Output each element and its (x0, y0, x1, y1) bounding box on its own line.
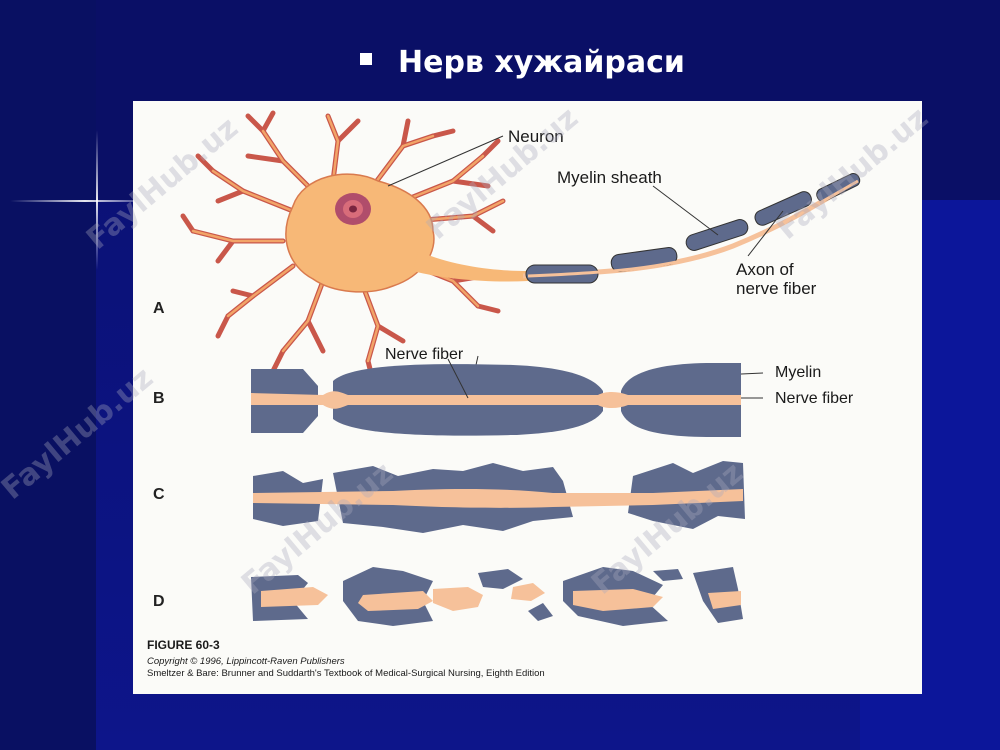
label-nerve-fiber-top: Nerve fiber (385, 346, 464, 363)
slide-title: Нерв хужайраси (398, 44, 685, 80)
neuron-dendrite-fill (191, 114, 505, 363)
sparkle-vertical (96, 130, 98, 270)
label-myelin-sheath: Myelin sheath (557, 168, 662, 187)
label-axon-line2: nerve fiber (736, 279, 817, 298)
label-axon-line1: Axon of (736, 260, 794, 279)
bullet-icon (360, 53, 372, 65)
neuron-cell-body (285, 173, 435, 293)
myelinated-axon (522, 173, 861, 284)
nucleolus (349, 205, 357, 213)
nerve-figure: Neuron Myelin sheath Axon of nerve fiber… (133, 101, 922, 694)
panel-letter-c: C (153, 486, 165, 503)
figure-number: FIGURE 60-3 (147, 638, 220, 652)
axon-hillock (413, 251, 528, 282)
sparkle-horizontal (10, 200, 160, 202)
panel-letter-d: D (153, 593, 165, 610)
panel-d-fiber (251, 567, 743, 626)
slide-title-row: Нерв хужайраси (360, 40, 685, 84)
label-nerve-fiber-right: Nerve fiber (775, 390, 854, 407)
panel-letter-b: B (153, 390, 165, 407)
label-myelin: Myelin (775, 364, 821, 381)
panel-b-fiber (251, 363, 741, 437)
copyright-line: Copyright © 1996, Lippincott-Raven Publi… (147, 656, 345, 667)
background-left-band (0, 0, 96, 750)
panel-letter-a: A (153, 300, 165, 317)
label-neuron: Neuron (508, 127, 564, 146)
citation-line: Smeltzer & Bare: Brunner and Suddarth's … (147, 668, 545, 679)
callout-nerve-fiber-b (447, 358, 469, 399)
nerve-diagram: Neuron Myelin sheath Axon of nerve fiber… (147, 110, 861, 679)
panel-c-fiber (253, 461, 745, 533)
